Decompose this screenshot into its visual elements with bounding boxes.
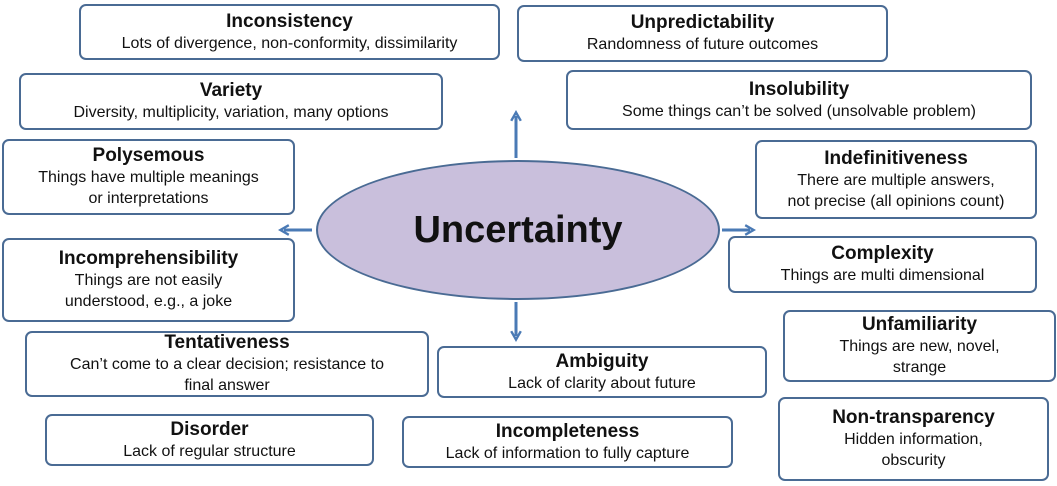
box-incompleteness: Incompleteness Lack of information to fu… [402, 416, 733, 468]
box-title: Indefinitiveness [824, 147, 968, 169]
box-title: Inconsistency [226, 10, 353, 32]
box-title: Variety [199, 80, 263, 101]
box-title: Incomprehensibility [58, 248, 239, 269]
box-desc: Things are multi dimensional [780, 267, 985, 284]
box-title: Tentativeness [164, 332, 290, 353]
box-desc-line1: Things have multiple meanings [38, 169, 259, 186]
box-desc-line1: Hidden information, [844, 431, 983, 448]
box-desc: Lots of divergence, non-conformity, diss… [121, 34, 458, 52]
box-inconsistency: Inconsistency Lots of divergence, non-co… [79, 4, 500, 60]
box-desc-line1: Things are new, novel, [839, 338, 1000, 355]
box-title: Complexity [831, 243, 934, 264]
box-desc: Lack of information to fully capture [445, 444, 690, 462]
box-desc-line2: obscurity [881, 452, 946, 469]
box-ambiguity: Ambiguity Lack of clarity about future [437, 346, 767, 398]
box-incomprehensibility: Incomprehensibility Things are not easil… [2, 238, 295, 322]
box-tentativeness: Tentativeness Can’t come to a clear deci… [25, 331, 429, 397]
box-desc-line2: or interpretations [88, 190, 209, 207]
box-desc-line1: Can’t come to a clear decision; resistan… [70, 356, 384, 373]
box-title: Insolubility [748, 78, 850, 100]
center-label: Uncertainty [413, 208, 623, 251]
box-desc-line2: final answer [184, 377, 270, 394]
box-unpredictability: Unpredictability Randomness of future ou… [517, 5, 888, 62]
box-indefinitiveness: Indefinitiveness There are multiple answ… [755, 140, 1037, 219]
box-disorder: Disorder Lack of regular structure [45, 414, 374, 466]
box-desc-line1: Things are not easily [74, 272, 223, 289]
box-title: Unfamiliarity [861, 314, 978, 335]
box-title: Incompleteness [495, 420, 640, 442]
box-desc-line2: understood, e.g., a joke [64, 293, 233, 310]
uncertainty-ellipse: Uncertainty [316, 160, 720, 300]
box-polysemous: Polysemous Things have multiple meanings… [2, 139, 295, 215]
box-complexity: Complexity Things are multi dimensional [728, 236, 1037, 293]
box-unfamiliarity: Unfamiliarity Things are new, novel, str… [783, 310, 1056, 382]
box-desc-line1: There are multiple answers, [797, 171, 995, 189]
box-non-transparency: Non-transparency Hidden information, obs… [778, 397, 1049, 481]
box-desc: Some things can’t be solved (unsolvable … [622, 102, 976, 120]
box-desc-line2: not precise (all opinions count) [787, 192, 1005, 210]
box-desc: Lack of regular structure [123, 442, 296, 460]
box-desc: Diversity, multiplicity, variation, many… [73, 104, 389, 121]
box-title: Non-transparency [832, 407, 995, 428]
box-variety: Variety Diversity, multiplicity, variati… [19, 73, 443, 130]
box-desc-line2: strange [892, 359, 947, 376]
box-desc: Randomness of future outcomes [586, 36, 819, 53]
box-title: Disorder [170, 418, 249, 440]
box-desc: Lack of clarity about future [508, 374, 696, 392]
box-title: Ambiguity [555, 350, 649, 372]
box-title: Unpredictability [630, 12, 775, 33]
box-title: Polysemous [92, 145, 205, 166]
box-insolubility: Insolubility Some things can’t be solved… [566, 70, 1032, 130]
